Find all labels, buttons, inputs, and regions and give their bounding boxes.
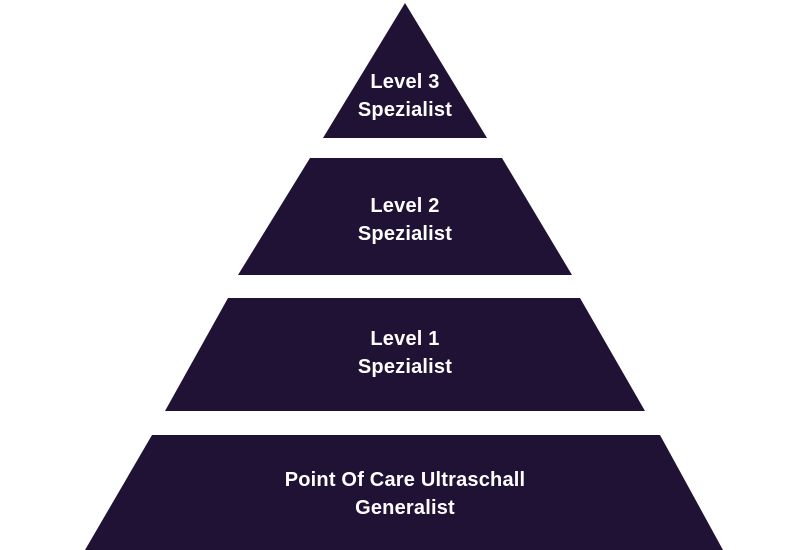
level-1-label: Level 1 Spezialist [285,325,525,381]
generalist-label: Point Of Care Ultraschall Generalist [155,466,655,522]
pyramid-level-2-shape [238,158,572,275]
pyramid-base-shape [85,435,723,550]
level-2-label: Level 2 Spezialist [285,192,525,248]
pyramid-level-3-shape [323,3,487,138]
pyramid-level-1-shape [165,298,645,411]
level-1-label-line1: Level 1 [370,328,440,350]
generalist-label-line2: Generalist [355,497,455,519]
level-2-label-line2: Spezialist [357,223,453,245]
level-1-label-line2: Spezialist [357,356,453,378]
level-3-label-line2: Spezialist [357,99,453,121]
level-3-label: Level 3 Spezialist [285,68,525,124]
level-3-label-line1: Level 3 [370,71,440,93]
generalist-label-line1: Point Of Care Ultraschall [284,469,526,491]
level-2-label-line1: Level 2 [370,195,440,217]
